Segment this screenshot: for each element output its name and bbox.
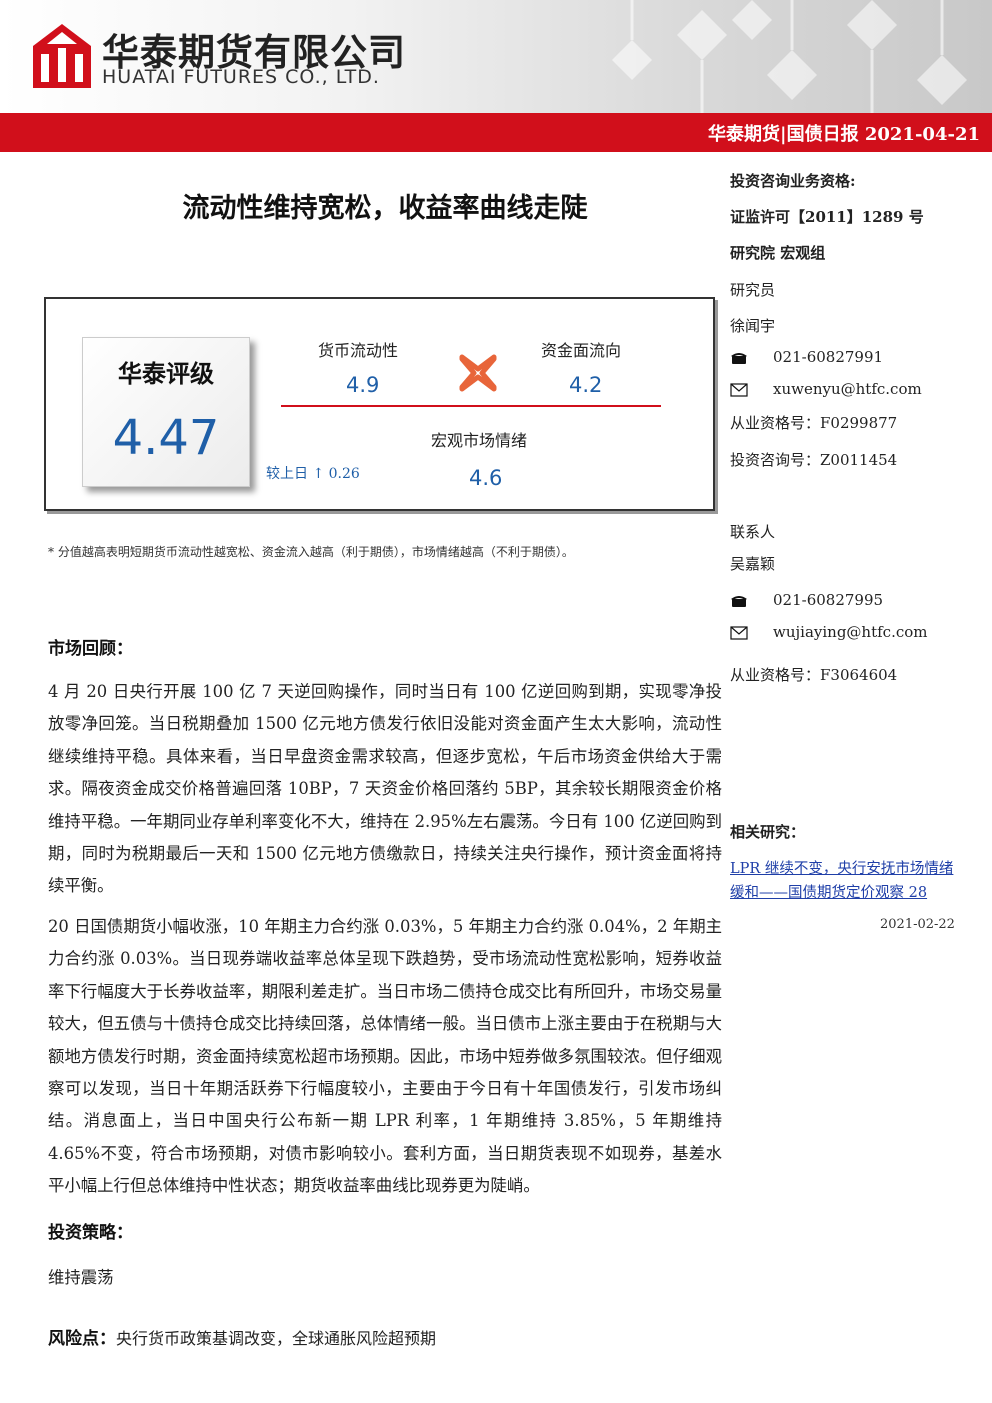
researcher-email[interactable]: xuwenyu@htfc.com	[773, 380, 922, 398]
report-bar-text: 华泰期货|国债日报 2021-04-21	[708, 124, 980, 145]
envelope-icon	[730, 383, 748, 397]
researcher-phone-row: 021-60827991	[730, 348, 883, 366]
market-review-paragraph-1: 4 月 20 日央行开展 100 亿 7 天逆回购操作，同时当日有 100 亿逆…	[48, 682, 722, 896]
department: 研究院 宏观组	[730, 244, 826, 262]
strategy-text: 维持震荡	[48, 1268, 114, 1287]
rating-card: 华泰评级 4.47	[82, 337, 250, 487]
liquidity-value: 4.9	[346, 373, 380, 397]
researcher-name: 徐闻宇	[730, 317, 776, 335]
company-name-cn: 华泰期货有限公司	[102, 31, 406, 74]
market-review-heading: 市场回顾：	[48, 639, 133, 659]
flow-value: 4.2	[569, 373, 603, 397]
strategy-heading: 投资策略：	[48, 1223, 133, 1243]
decorative-pattern	[612, 0, 967, 113]
contact-phone: 021-60827995	[773, 591, 884, 609]
contact-phone-row: 021-60827995	[730, 591, 883, 609]
researcher-phone: 021-60827991	[773, 348, 884, 366]
researcher-cert: 从业资格号：F0299877	[730, 414, 898, 432]
researcher-label: 研究员	[730, 281, 776, 299]
license-number: 证监许可【2011】1289 号	[730, 208, 924, 226]
liquidity-label: 货币流动性	[318, 341, 399, 360]
sentiment-value: 4.6	[469, 466, 503, 490]
phone-icon	[731, 596, 747, 607]
contact-cert: 从业资格号：F3064604	[730, 666, 898, 684]
qualification-title: 投资咨询业务资格:	[730, 172, 856, 190]
contact-label: 联系人	[730, 523, 776, 541]
rating-label: 华泰评级	[118, 359, 214, 388]
rating-score: 4.47	[112, 410, 220, 466]
researcher-email-row: xuwenyu@htfc.com	[730, 380, 922, 398]
page-header: 华泰期货有限公司 HUATAI FUTURES CO., LTD.	[0, 0, 992, 113]
envelope-icon	[730, 626, 748, 640]
related-research-date: 2021-02-22	[880, 917, 955, 932]
rating-panel: 华泰评级 4.47 较上日 ↑ 0.26 货币流动性 4.9 资金面流向 4.2…	[44, 297, 715, 511]
huatai-logo-icon	[33, 24, 91, 88]
risk-section: 风险点：央行货币政策基调改变，全球通胀风险超预期	[48, 1324, 436, 1349]
risk-heading: 风险点：	[48, 1329, 116, 1349]
report-title: 流动性维持宽松，收益率曲线走陡	[182, 193, 588, 224]
contact-email-row: wujiaying@htfc.com	[730, 623, 928, 641]
related-research-link[interactable]: LPR 继续不变，央行安抚市场情绪缓和——国债期货定价观察 28	[730, 861, 954, 901]
flow-label: 资金面流向	[541, 341, 622, 360]
related-research-title: 相关研究：	[730, 823, 806, 841]
divider-line	[281, 405, 661, 407]
rating-footnote: * 分值越高表明短期货币流动性越宽松、资金流入越高（利于期债），市场情绪越高（不…	[48, 545, 574, 559]
contact-name: 吴嘉颖	[730, 555, 776, 573]
risk-text: 央行货币政策基调改变，全球通胀风险超预期	[116, 1329, 437, 1348]
rating-change: 较上日 ↑ 0.26	[266, 466, 360, 482]
report-bar: 华泰期货|国债日报 2021-04-21	[0, 113, 992, 152]
researcher-advisor-number: 投资咨询号：Z0011454	[730, 451, 898, 469]
sentiment-label: 宏观市场情绪	[431, 431, 528, 450]
company-name-en: HUATAI FUTURES CO., LTD.	[102, 66, 380, 88]
contact-email[interactable]: wujiaying@htfc.com	[773, 623, 928, 641]
phone-icon	[731, 353, 747, 364]
market-review-paragraph-2: 20 日国债期货小幅收涨，10 年期主力合约涨 0.03%，5 年期主力合约涨 …	[48, 917, 722, 1196]
cross-icon	[459, 354, 497, 392]
